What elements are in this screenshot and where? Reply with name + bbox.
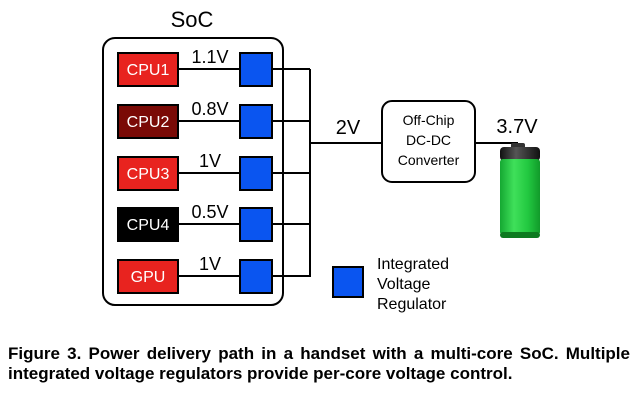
core-row: CPU2 0.8V — [117, 99, 310, 139]
legend-line-2: Voltage — [377, 276, 430, 293]
soc-boundary — [102, 37, 284, 306]
core-rows: CPU1 1.1V CPU2 0.8V CPU3 1V CPU4 0.5V GPU 1V — [117, 47, 310, 294]
legend-regulator-swatch — [332, 266, 364, 298]
bus-voltage-label: 2V — [336, 117, 361, 139]
core-row: GPU 1V — [117, 254, 310, 294]
core-voltage-label: 1.1V — [191, 47, 228, 67]
voltage-regulator — [239, 52, 273, 87]
core-label: CPU4 — [127, 217, 170, 234]
core-label: CPU1 — [127, 62, 170, 79]
converter-line-3: Converter — [398, 152, 460, 168]
core-block — [117, 207, 179, 242]
legend-line-1: Integrated — [377, 256, 449, 273]
core-label: GPU — [131, 269, 166, 286]
voltage-regulator — [239, 156, 273, 191]
figure-caption: Figure 3. Power delivery path in a hands… — [8, 344, 630, 383]
core-voltage-label: 1V — [199, 151, 221, 171]
core-row: CPU4 0.5V — [117, 202, 310, 242]
power-delivery-diagram: SoC CPU11.1VCPU20.8VCPU31VCPU40.5VGPU1V … — [102, 7, 540, 313]
converter-line-2: DC-DC — [406, 132, 451, 148]
voltage-regulator — [239, 104, 273, 139]
core-voltage-label: 0.5V — [191, 202, 228, 222]
battery-icon — [500, 143, 540, 238]
soc-title: SoC — [171, 7, 214, 32]
legend-line-3: Regulator — [377, 296, 447, 313]
core-voltage-label: 0.8V — [191, 99, 228, 119]
core-row: CPU1 1.1V — [117, 47, 310, 87]
core-label: CPU3 — [127, 166, 170, 183]
dc-dc-converter — [381, 100, 476, 183]
core-block — [117, 52, 179, 87]
core-voltage-label: 1V — [199, 254, 221, 274]
battery-voltage-label: 3.7V — [496, 116, 538, 138]
core-label: CPU2 — [127, 114, 170, 131]
core-row: CPU3 1V — [117, 151, 310, 191]
voltage-regulator — [239, 207, 273, 242]
voltage-regulator — [239, 259, 273, 294]
converter-line-1: Off-Chip — [403, 112, 455, 128]
